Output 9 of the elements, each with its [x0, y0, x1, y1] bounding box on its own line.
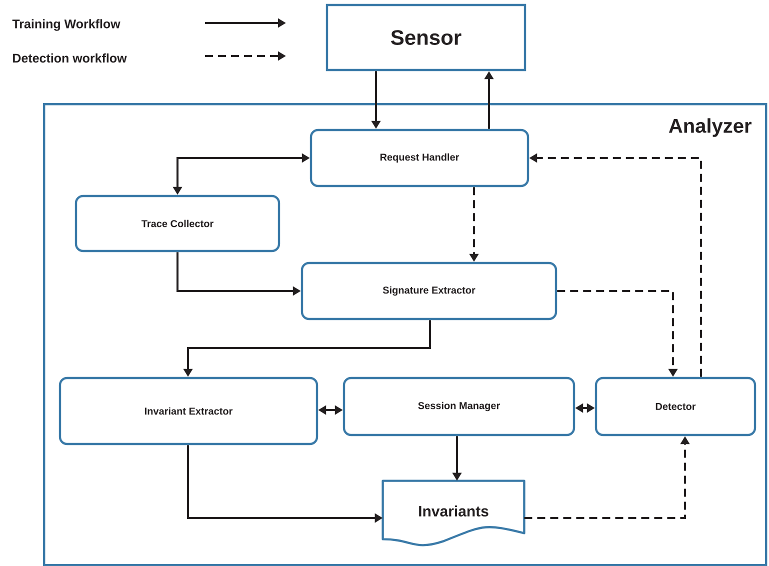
legend-label: Training Workflow — [12, 19, 120, 31]
process-box: Invariant Extractor — [58, 376, 318, 446]
legend-label: Detection workflow — [13, 53, 127, 63]
process-box: Session Manager — [342, 376, 576, 436]
process-box: Request Handler — [310, 128, 530, 188]
process-box: Trace Collector — [74, 194, 280, 252]
sensor-box: Sensor — [326, 4, 526, 72]
process-box: Detector — [594, 376, 756, 436]
process-box: Signature Extractor — [300, 262, 558, 320]
